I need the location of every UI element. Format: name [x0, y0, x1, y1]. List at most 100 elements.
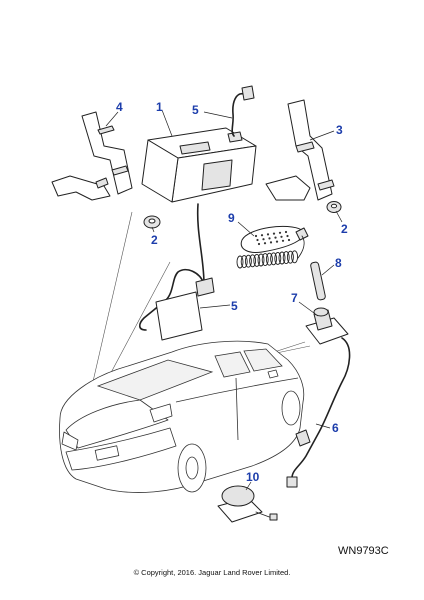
keypad-key	[284, 230, 288, 234]
leader-7	[298, 301, 319, 317]
keypad-key	[269, 241, 273, 244]
leader-1	[161, 109, 173, 137]
leader-3	[309, 130, 335, 141]
microphone-inline-connector	[295, 429, 311, 447]
copyright-notice: © Copyright, 2016. Jaguar Land Rover Lim…	[134, 568, 291, 577]
car-trunk-lid	[65, 399, 169, 449]
nut-left-hole	[148, 218, 156, 224]
coil-loop	[253, 253, 261, 267]
nut-left	[143, 215, 161, 229]
speaker	[217, 485, 278, 523]
callout-10: 10	[246, 470, 260, 484]
keypad-key	[254, 234, 258, 238]
car-rear-hub	[185, 456, 199, 480]
leader-4	[105, 111, 119, 127]
left-bracket	[51, 111, 133, 201]
car-taillight-right	[149, 403, 173, 423]
coil-loop	[249, 254, 257, 268]
left-bracket-foot	[51, 175, 111, 201]
leader-10	[245, 481, 252, 491]
nut-right-hole	[330, 203, 338, 209]
callout-7: 7	[291, 291, 298, 305]
coil-loop	[261, 253, 269, 267]
leader-5-lower	[199, 304, 231, 309]
keypad-key	[286, 234, 289, 238]
keypad-key	[281, 239, 285, 242]
left-bracket-bolt-1	[97, 125, 115, 135]
callout-leaders	[105, 109, 343, 491]
car-mirror	[267, 369, 279, 379]
right-bracket-bolt-2	[317, 179, 335, 191]
keypad-key	[260, 234, 264, 237]
car-rear-bumper	[65, 427, 177, 471]
keypad-key	[263, 242, 267, 245]
callout-4: 4	[116, 100, 123, 114]
antenna	[310, 261, 326, 301]
antenna-lead-cable	[196, 203, 205, 285]
keypad-key	[256, 238, 259, 242]
coil-loop	[257, 253, 265, 267]
harness-cable	[231, 92, 245, 137]
callout-9: 9	[228, 211, 235, 225]
car-side-window-front	[243, 348, 283, 372]
callout-6: 6	[332, 421, 339, 435]
module-label-panel	[201, 159, 233, 191]
coil-loop	[265, 252, 273, 266]
antenna-lead	[138, 203, 215, 341]
coil-loop	[286, 250, 294, 264]
antenna-grommet	[195, 277, 215, 297]
keypad-key	[274, 236, 277, 239]
keypad-key	[268, 237, 271, 240]
keypad-key	[262, 238, 265, 241]
coil-loop	[240, 255, 248, 269]
handset-keypad	[254, 230, 291, 246]
callout-5-top: 5	[192, 103, 199, 117]
drawing-reference: WN9793C	[338, 545, 389, 557]
vehicle-outline	[59, 340, 305, 493]
coil-loop	[282, 251, 290, 265]
keypad-key	[278, 231, 282, 234]
callout-3: 3	[336, 123, 343, 137]
microphone-cable	[291, 337, 351, 479]
car-door-line	[235, 377, 239, 441]
microphone-plug	[286, 476, 298, 488]
leader-8	[321, 264, 335, 276]
callout-numbers: 4 1 5 3 2 9 2 8 5 7 6 10	[116, 100, 348, 484]
nut-right	[326, 201, 342, 213]
keypad-key	[275, 240, 279, 243]
car-front-wheel	[281, 390, 301, 426]
coil-loop	[291, 250, 299, 264]
microphone-harness	[286, 337, 351, 488]
handset-cord-end	[297, 235, 305, 259]
module-harness	[231, 85, 255, 137]
coil-loop	[278, 251, 286, 265]
left-bracket-bolt-3	[95, 177, 109, 189]
speaker-connector	[269, 513, 278, 521]
handset-coiled-cord	[236, 250, 299, 269]
right-bracket	[265, 99, 335, 201]
keypad-key	[257, 242, 261, 246]
car-side-window-rear	[214, 351, 251, 378]
harness-connector	[241, 85, 255, 101]
module-side-face	[141, 139, 179, 203]
microphone-head	[313, 307, 329, 317]
keypad-key	[287, 238, 291, 242]
callout-5-lower: 5	[231, 299, 238, 313]
left-bracket-bolt-2	[111, 165, 129, 176]
car-taillight-left	[61, 431, 79, 451]
callout-8: 8	[335, 256, 342, 270]
keypad-key	[280, 235, 283, 238]
car-side-line	[175, 377, 299, 403]
leader-5-top	[203, 111, 233, 119]
car-license-plate	[94, 445, 120, 461]
callout-2-left: 2	[151, 233, 158, 247]
right-bracket-bolt-1	[295, 141, 315, 153]
car-rear-window	[96, 359, 214, 401]
telephone-module	[141, 127, 257, 203]
callout-1: 1	[156, 100, 163, 114]
coil-loop	[274, 251, 282, 265]
module-connector	[179, 141, 211, 155]
leader-6	[315, 423, 331, 429]
callout-2-right: 2	[341, 222, 348, 236]
